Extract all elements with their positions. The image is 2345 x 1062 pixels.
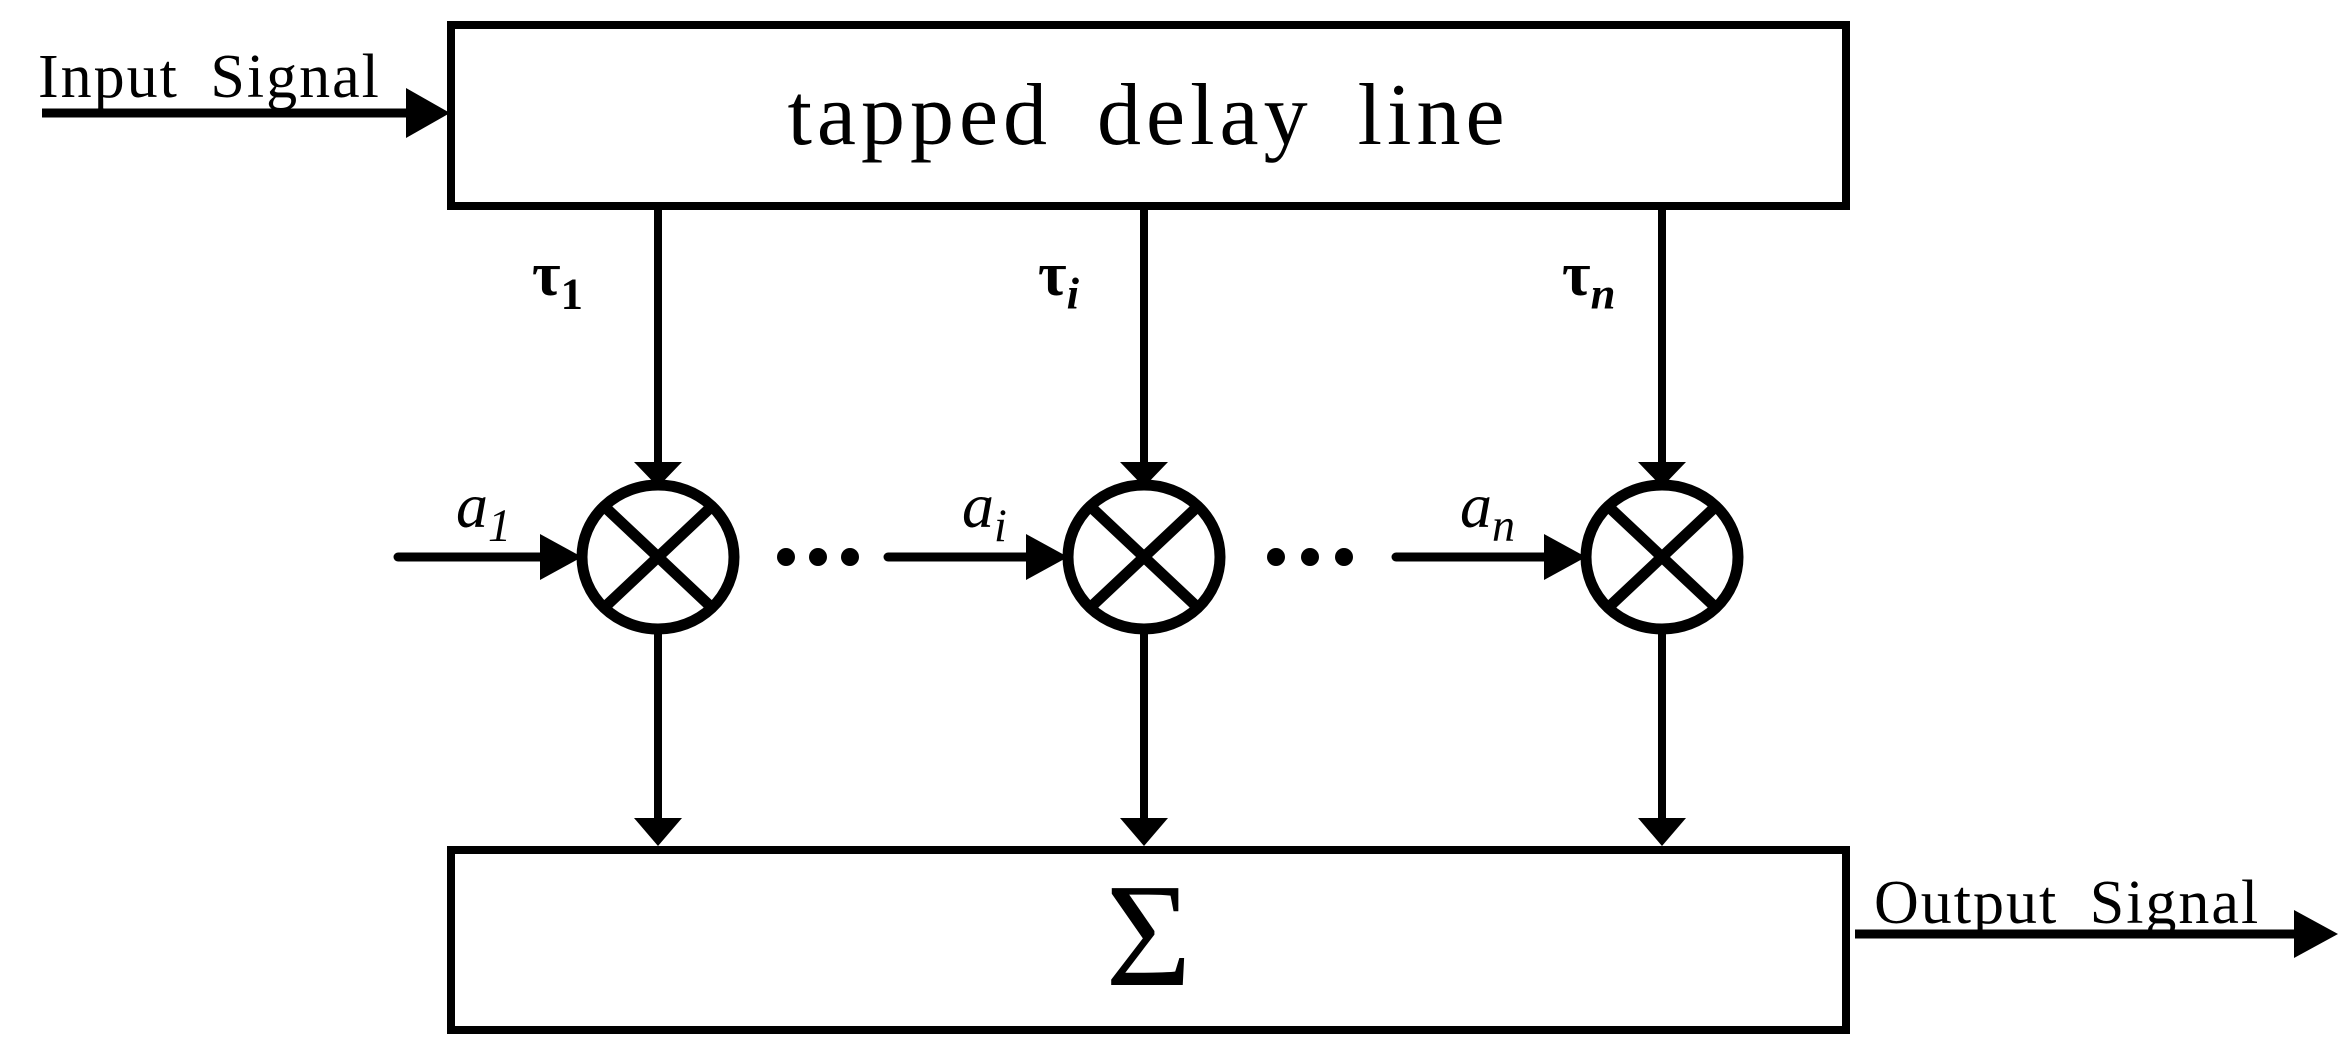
tap-delay-label-i: τi xyxy=(1038,241,1079,319)
summation-box: Σ xyxy=(447,846,1850,1034)
coeff-label-n: an xyxy=(1460,470,1516,551)
tap-delay-label-1: τ1 xyxy=(532,241,583,319)
coeff-label-1: a1 xyxy=(456,470,512,551)
sum-arrow-i xyxy=(1120,629,1168,846)
input-signal-label: Input Signal xyxy=(38,43,381,111)
sum-arrow-1 xyxy=(634,629,682,846)
sigma-symbol: Σ xyxy=(1105,854,1192,1018)
coeff-arrow-n xyxy=(1391,534,1586,580)
tap-arrow-i xyxy=(1120,210,1168,487)
coeff-arrow-i xyxy=(883,534,1068,580)
coeff-label-i: ai xyxy=(962,470,1007,551)
tap-delay-label-n: τn xyxy=(1562,241,1616,319)
tap-arrow-n xyxy=(1638,210,1686,487)
tapped-delay-line-box: tapped delay line xyxy=(447,21,1850,210)
multiplier-icon-i xyxy=(1062,479,1226,635)
output-arrow xyxy=(1855,910,2338,958)
multiplier-icon-1 xyxy=(576,479,740,635)
input-arrow xyxy=(42,88,450,138)
tap-arrow-1 xyxy=(634,210,682,487)
sum-arrow-n xyxy=(1638,629,1686,846)
multiplier-icon-n xyxy=(1580,479,1744,635)
output-signal-label: Output Signal xyxy=(1874,869,2261,937)
coeff-arrow-1 xyxy=(393,534,582,580)
ellipsis-dots-right xyxy=(1267,548,1353,566)
ellipsis-dots-left xyxy=(777,548,859,566)
tapped-delay-line-label: tapped delay line xyxy=(787,66,1510,164)
